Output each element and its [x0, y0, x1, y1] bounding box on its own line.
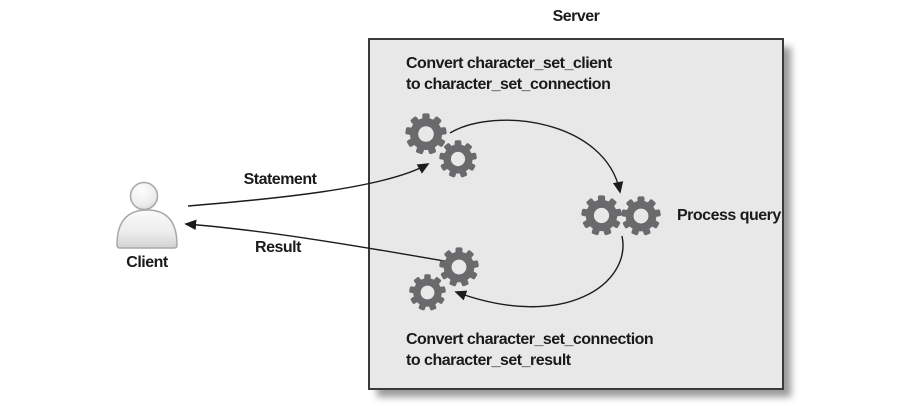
- server-box: [368, 38, 784, 390]
- to-output-arrow: [454, 235, 624, 308]
- statement-label: Statement: [243, 171, 317, 188]
- convert-input-line2: to character_set_connection: [406, 76, 611, 93]
- convert-output-line2: to character_set_result: [406, 352, 571, 369]
- process-query-gears-icon: [581, 195, 661, 235]
- person-icon: [116, 181, 178, 249]
- convert-output-line1: Convert character_set_connection: [406, 331, 654, 348]
- conversion-input-gears-icon: [405, 113, 477, 177]
- result-arrow: [184, 219, 451, 263]
- statement-arrow: [187, 163, 430, 207]
- convert-input-text: Convert character_set_client to characte…: [406, 53, 612, 95]
- server-label: Server: [552, 8, 600, 25]
- to-process-arrow: [449, 119, 624, 194]
- result-label: Result: [255, 239, 301, 256]
- process-query-label: Process query: [677, 207, 781, 224]
- client-label: Client: [126, 254, 168, 271]
- convert-input-line1: Convert character_set_client: [406, 55, 612, 72]
- convert-output-text: Convert character_set_connection to char…: [406, 329, 654, 371]
